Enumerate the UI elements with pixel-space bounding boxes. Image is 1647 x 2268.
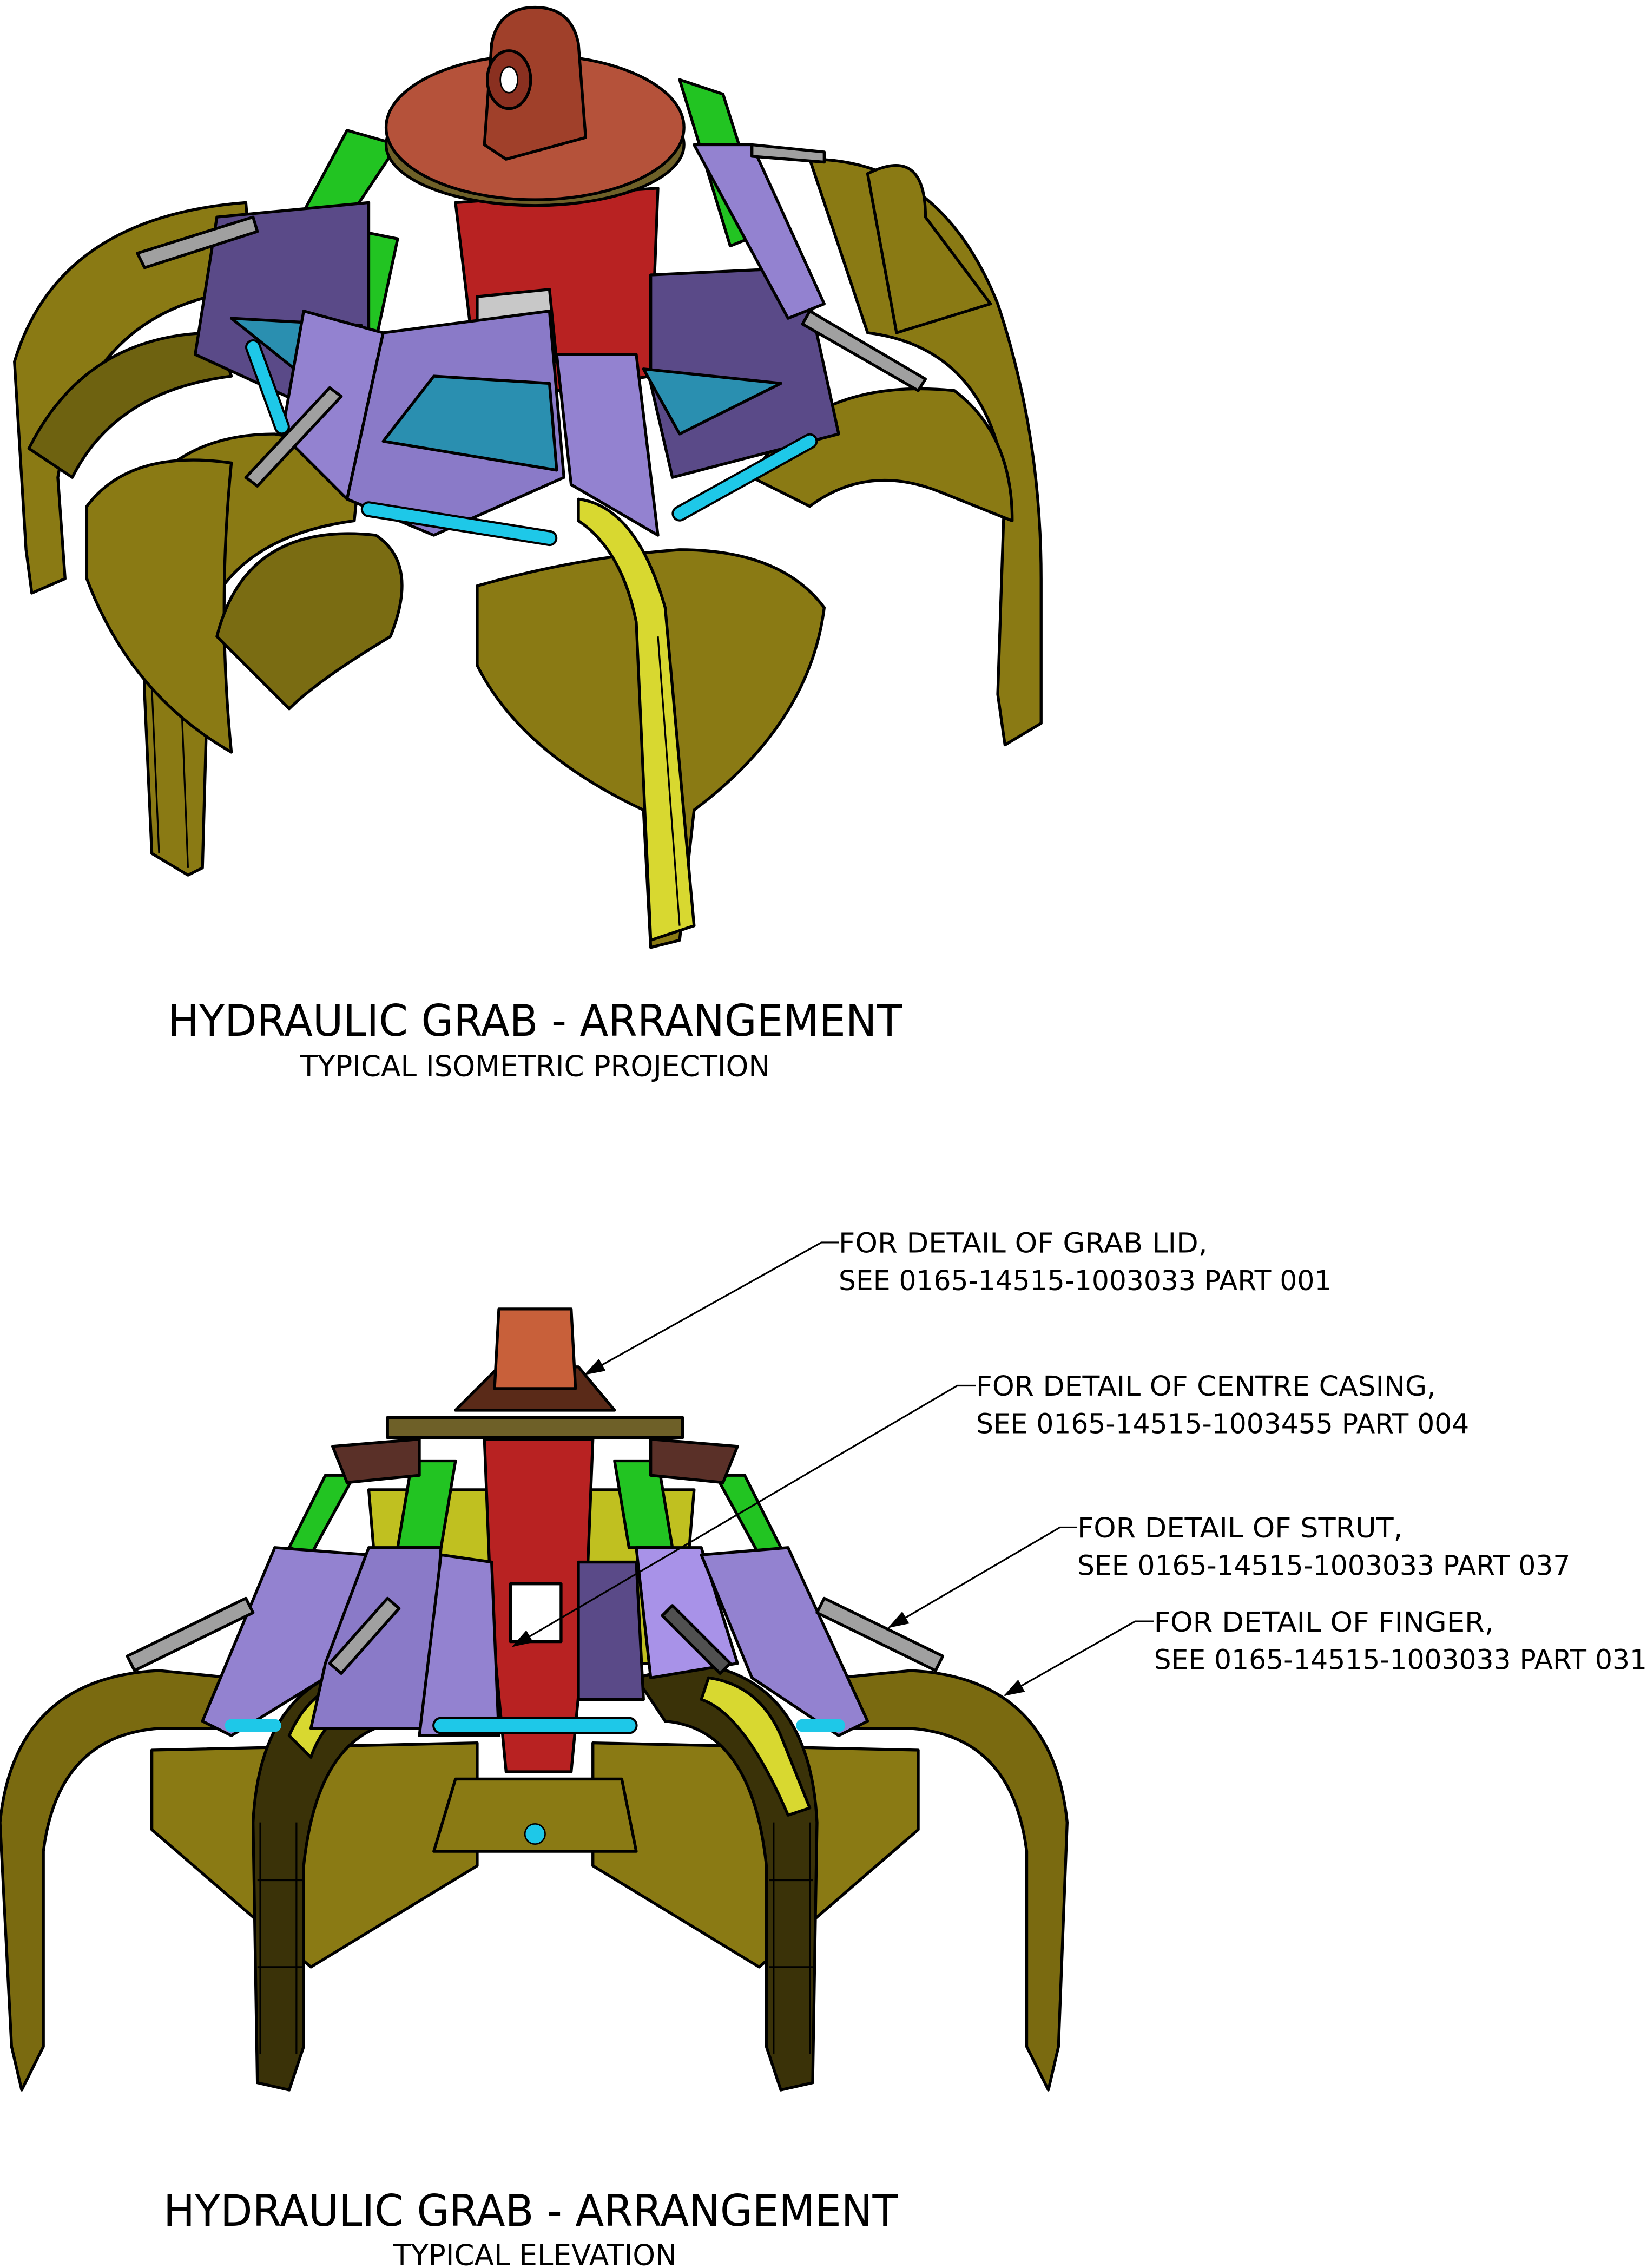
callout-line1: FOR DETAIL OF CENTRE CASING, — [976, 1370, 1436, 1402]
callout-centre-casing: FOR DETAIL OF CENTRE CASING, SEE 0165-14… — [976, 1370, 1469, 1439]
finger-back-right — [750, 157, 1043, 747]
callout-finger: FOR DETAIL OF FINGER, SEE 0165-14515-100… — [1154, 1606, 1647, 1675]
isometric-view — [13, 5, 1043, 949]
leader-lines — [511, 1241, 1154, 1697]
callout-line1: FOR DETAIL OF STRUT, — [1077, 1512, 1402, 1544]
callout-grab-lid: FOR DETAIL OF GRAB LID, SEE 0165-14515-1… — [839, 1227, 1332, 1297]
callout-line1: FOR DETAIL OF FINGER, — [1154, 1606, 1494, 1638]
finger-right-outer — [591, 1669, 1069, 2092]
finger-front-left — [85, 432, 404, 877]
plates — [194, 143, 840, 537]
cyan-pipes — [245, 339, 818, 547]
grab-lid — [384, 5, 686, 207]
elevation-title: HYDRAULIC GRAB - ARRANGEMENT — [163, 2186, 899, 2236]
elevation-subtitle: TYPICAL ELEVATION — [393, 2238, 677, 2268]
isometric-subtitle: TYPICAL ISOMETRIC PROJECTION — [300, 1049, 770, 1083]
leader-strut — [887, 1526, 1078, 1628]
leader-grab-lid — [584, 1241, 839, 1375]
grey-struts-elevation — [126, 1596, 945, 1675]
callout-line1: FOR DETAIL OF GRAB LID, — [839, 1227, 1207, 1259]
finger-front-centre — [476, 497, 826, 949]
callout-strut: FOR DETAIL OF STRUT, SEE 0165-14515-1003… — [1077, 1512, 1570, 1581]
grab-lid-elevation — [331, 1307, 739, 1484]
leader-centre-casing — [511, 1384, 976, 1647]
callout-line2: SEE 0165-14515-1003033 PART 031 — [1154, 1644, 1647, 1675]
finger-right-inner — [635, 1661, 819, 2092]
grey-struts — [136, 143, 927, 488]
plates-elevation — [201, 1546, 869, 1737]
callout-line2: SEE 0165-14515-1003033 PART 001 — [839, 1265, 1332, 1297]
callout-line2: SEE 0165-14515-1003455 PART 004 — [976, 1408, 1469, 1440]
isometric-title: HYDRAULIC GRAB - ARRANGEMENT — [168, 996, 903, 1046]
finger-left-outer — [0, 1669, 479, 2092]
leader-finger — [1003, 1620, 1154, 1697]
hinge-block — [432, 1777, 638, 1853]
elevation-view — [0, 1307, 1069, 2092]
callout-line2: SEE 0165-14515-1003033 PART 037 — [1077, 1550, 1570, 1582]
